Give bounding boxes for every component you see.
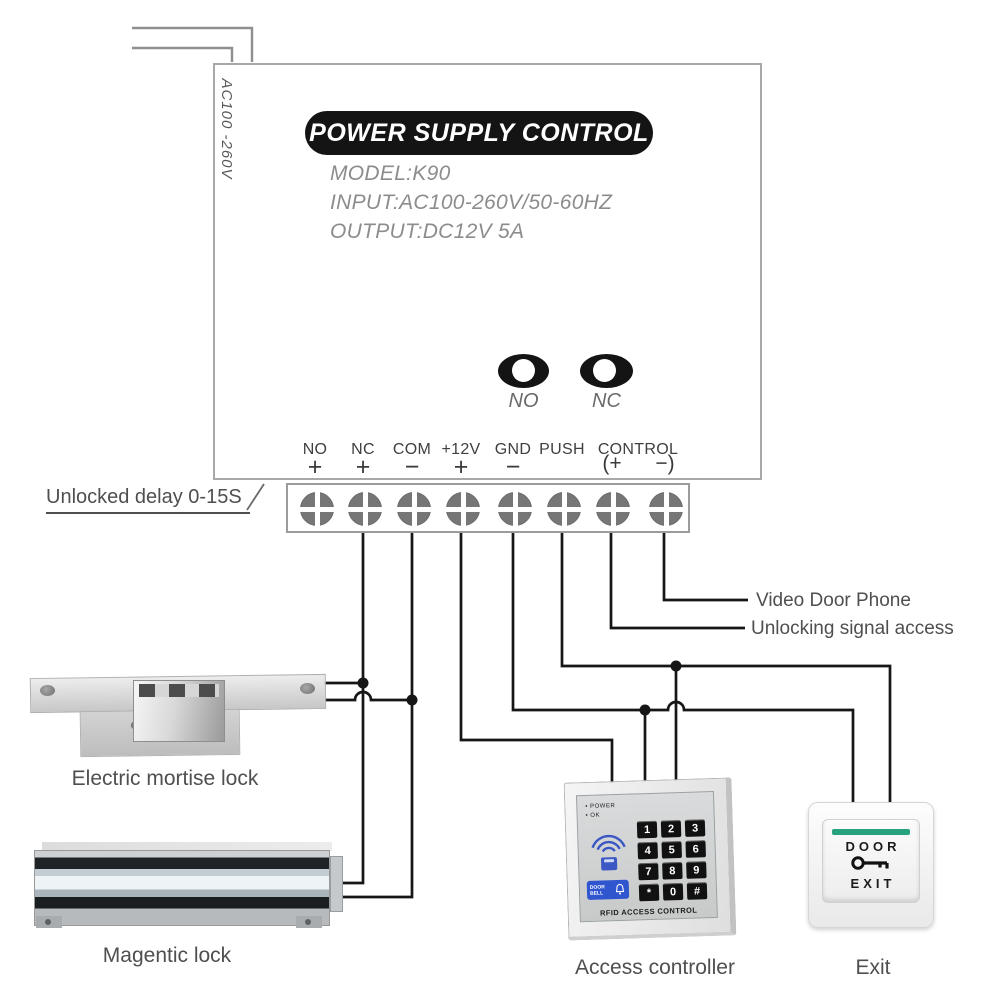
exit-button-face: DOOR EXIT xyxy=(822,819,920,903)
spec-model: MODEL:K90 xyxy=(330,162,451,185)
controller-keypad: 1 2 3 4 5 6 7 8 9 * 0 # xyxy=(636,819,708,902)
rfid-access-control-text: RFID ACCESS CONTROL xyxy=(599,905,698,918)
exit-button-image: DOOR EXIT xyxy=(808,802,934,928)
screw-control-plus xyxy=(596,492,630,526)
key-5: 5 xyxy=(661,841,682,859)
unlock-delay-note: Unlocked delay 0-15S xyxy=(46,486,250,514)
terminal-strip xyxy=(286,483,690,533)
terminal-sign-gnd: − xyxy=(505,453,521,481)
exit-green-strip xyxy=(831,829,911,835)
power-led-label: • POWER xyxy=(585,803,616,811)
key-2: 2 xyxy=(660,820,682,838)
exit-door-text: DOOR xyxy=(845,839,901,854)
exit-button-label: Exit xyxy=(855,956,891,979)
terminal-sign-12v: + xyxy=(453,453,469,481)
maglock-top-face xyxy=(42,842,332,851)
access-controller-label: Access controller xyxy=(575,956,735,979)
wire-com-to-maglock xyxy=(340,530,414,899)
terminal-sign-nc: + xyxy=(355,453,371,481)
screw-com xyxy=(397,492,431,526)
bell-icon xyxy=(615,883,625,895)
terminal-label-push: PUSH xyxy=(539,441,585,458)
wire-mortise-bottom xyxy=(320,690,412,702)
mortise-latch xyxy=(133,680,225,742)
screw-gnd xyxy=(498,492,532,526)
terminal-label-com: COM xyxy=(392,441,432,458)
key-9: 9 xyxy=(686,861,707,879)
terminal-label-gnd: GND xyxy=(494,441,532,458)
jumper-nc-label: NC xyxy=(592,390,621,412)
terminal-label-12v: +12V xyxy=(441,441,481,458)
power-supply-title: POWER SUPPLY CONTROL xyxy=(305,111,653,155)
screw-control-minus xyxy=(649,492,683,526)
key-hash: # xyxy=(686,882,708,900)
key-star: * xyxy=(638,883,660,902)
wire-control-minus xyxy=(662,530,748,602)
jumper-no-label: NO xyxy=(508,390,539,412)
unlocking-signal-label: Unlocking signal access xyxy=(751,618,954,639)
key-3: 3 xyxy=(684,819,706,837)
key-0: 0 xyxy=(662,882,684,901)
key-1: 1 xyxy=(636,820,658,839)
key-icon xyxy=(851,856,889,870)
controller-leds: • POWER • OK xyxy=(585,802,615,821)
door-bell-button: DOOR BELL xyxy=(586,879,630,900)
jumper-nc-icon xyxy=(580,354,633,388)
terminal-label-no: NO xyxy=(302,441,328,458)
spec-input: INPUT:AC100-260V/50-60HZ xyxy=(330,191,613,214)
mortise-lock-label: Electric mortise lock xyxy=(71,767,259,790)
power-supply-specs: MODEL:K90 INPUT:AC100-260V/50-60HZ OUTPU… xyxy=(330,159,612,246)
spec-output: OUTPUT:DC12V 5A xyxy=(330,220,525,243)
access-controller-image: • POWER • OK DOOR BELL 1 2 3 xyxy=(563,777,737,941)
key-4: 4 xyxy=(637,841,658,860)
delay-note-pointer-line xyxy=(246,483,265,511)
exit-exit-text: EXIT xyxy=(850,876,896,891)
ac-input-wires xyxy=(132,26,254,62)
key-6: 6 xyxy=(685,840,706,858)
terminal-sign-com: − xyxy=(404,453,420,481)
key-7: 7 xyxy=(638,862,659,881)
wire-12v-to-controller xyxy=(459,530,614,785)
screw-nc xyxy=(348,492,382,526)
magnetic-lock-image xyxy=(34,840,344,936)
terminal-sign-control-plus: (+ xyxy=(602,452,622,475)
rfid-waves-icon xyxy=(591,834,626,871)
junction-dots xyxy=(357,660,682,716)
ac-wire-neutral xyxy=(132,46,234,62)
screw-12v xyxy=(446,492,480,526)
ac-wire-live xyxy=(132,26,254,62)
key-8: 8 xyxy=(662,861,683,880)
door-bell-label: DOOR BELL xyxy=(589,883,605,897)
terminal-label-nc: NC xyxy=(351,441,375,458)
terminal-sign-control-minus: −) xyxy=(655,452,675,475)
screw-push xyxy=(547,492,581,526)
mortise-screw-hole-left xyxy=(40,685,55,696)
jumper-no-icon xyxy=(498,354,549,388)
maglock-wire-bracket xyxy=(330,856,343,912)
terminal-label-control: CONTROL xyxy=(597,441,679,458)
mortise-screw-hole-right xyxy=(300,683,315,694)
wire-control-plus xyxy=(609,530,745,630)
maglock-front-face xyxy=(34,850,330,926)
controller-panel: • POWER • OK DOOR BELL 1 2 3 xyxy=(575,790,718,923)
electric-mortise-lock-image xyxy=(28,672,328,764)
wire-push-to-exit xyxy=(560,530,892,803)
video-door-phone-label: Video Door Phone xyxy=(756,590,911,611)
wire-nc-to-maglock xyxy=(340,530,365,885)
terminal-sign-no: + xyxy=(307,453,323,481)
ok-led-label: • OK xyxy=(585,812,601,819)
screw-no xyxy=(300,492,334,526)
ac-input-label: AC100 -260V xyxy=(218,78,235,180)
magnetic-lock-label: Magentic lock xyxy=(102,944,232,967)
